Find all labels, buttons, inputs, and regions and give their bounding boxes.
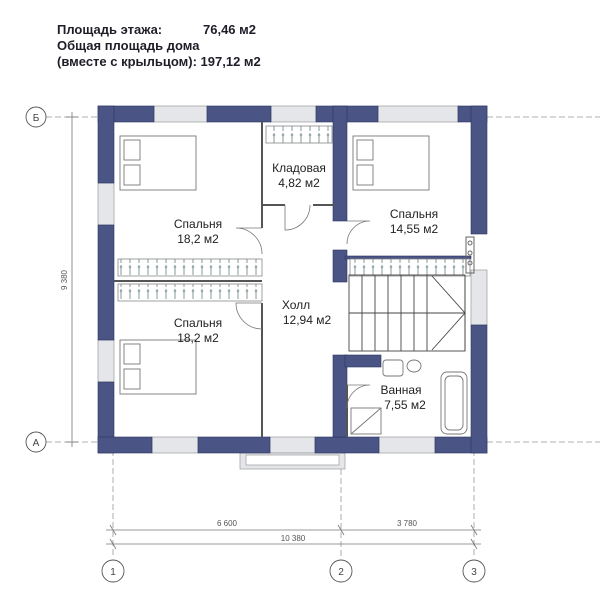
axis-label-col-1: 1 (110, 567, 116, 578)
area-summary: Площадь этажа: 76,46 м2 Общая площадь до… (57, 22, 261, 70)
dim-span-2-3: 3 780 (397, 519, 418, 528)
house-area-line1: Общая площадь дома (57, 38, 200, 53)
axis-label-row-b: Б (33, 113, 40, 124)
axis-label-col-2: 2 (338, 567, 344, 578)
room-area-hall: 12,94 м2 (283, 313, 332, 327)
room-area-bathroom: 7,55 м2 (384, 398, 426, 412)
floor-area-label: Площадь этажа: (57, 22, 163, 37)
room-name-bedroom-1: Спальня (174, 217, 222, 231)
wardrobes (117, 125, 471, 302)
room-area-storage: 4,82 м2 (278, 176, 320, 190)
doors (235, 204, 371, 409)
room-area-bedroom-1: 18,2 м2 (177, 232, 219, 246)
windows (97, 105, 488, 470)
bath-fixtures (350, 359, 468, 435)
dim-span-1-2: 6 600 (217, 519, 238, 528)
floor-area-row: Площадь этажа: 76,46 м2 (57, 22, 261, 38)
walls (97, 105, 488, 454)
room-name-storage: Кладовая (272, 161, 326, 175)
house-area-line2: (вместе с крыльцом): 197,12 м2 (57, 54, 261, 69)
room-name-bedroom-2: Спальня (390, 207, 438, 221)
axis-bubbles (25, 106, 486, 583)
radiator (465, 236, 475, 274)
dim-total: 10 380 (281, 534, 306, 543)
axis-label-col-3: 3 (471, 567, 477, 578)
partitions (114, 122, 348, 437)
room-area-bedroom-2: 14,55 м2 (390, 222, 439, 236)
room-name-bathroom: Ванная (380, 383, 421, 397)
floor-area-value: 76,46 м2 (203, 22, 256, 37)
dim-left-height: 9 380 (60, 269, 69, 290)
beds (119, 135, 430, 395)
room-name-hall: Холл (282, 298, 310, 312)
room-area-bedroom-3: 18,2 м2 (177, 331, 219, 345)
axis-label-row-a: А (33, 438, 40, 449)
room-name-bedroom-3: Спальня (174, 316, 222, 330)
staircase (348, 274, 466, 352)
dimension-lines (66, 112, 481, 550)
